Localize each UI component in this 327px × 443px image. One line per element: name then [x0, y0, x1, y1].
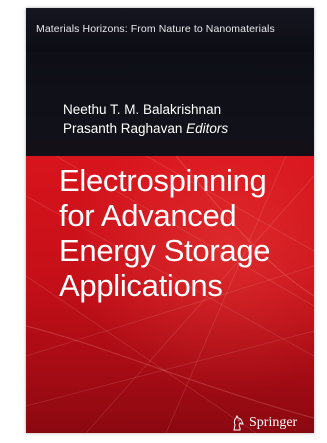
springer-horse-icon	[233, 415, 244, 431]
editor-name-2: Prasanth Raghavan	[63, 121, 183, 136]
title-panel	[26, 156, 314, 433]
series-band: Materials Horizons: From Nature to Nanom…	[26, 8, 314, 52]
publisher-name: Springer	[249, 415, 298, 430]
publisher-logo: Springer	[231, 413, 297, 433]
decorative-lines	[26, 156, 314, 433]
book-title: Electrospinning for Advanced Energy Stor…	[59, 163, 271, 303]
title-line-3: Energy Storage	[59, 233, 271, 268]
editor-line-2: Prasanth Raghavan Editors	[63, 119, 228, 138]
editor-panel	[26, 52, 314, 156]
book-cover[interactable]: Materials Horizons: From Nature to Nanom…	[26, 8, 314, 433]
series-title: Materials Horizons: From Nature to Nanom…	[36, 23, 275, 35]
editors-role: Editors	[186, 121, 229, 136]
title-line-4: Applications	[59, 268, 223, 303]
title-line-2: for Advanced	[59, 198, 237, 233]
editor-name-1: Neethu T. M. Balakrishnan	[63, 102, 222, 117]
editors-block: Neethu T. M. Balakrishnan Prasanth Ragha…	[63, 100, 228, 138]
title-line-1: Electrospinning	[59, 163, 267, 198]
